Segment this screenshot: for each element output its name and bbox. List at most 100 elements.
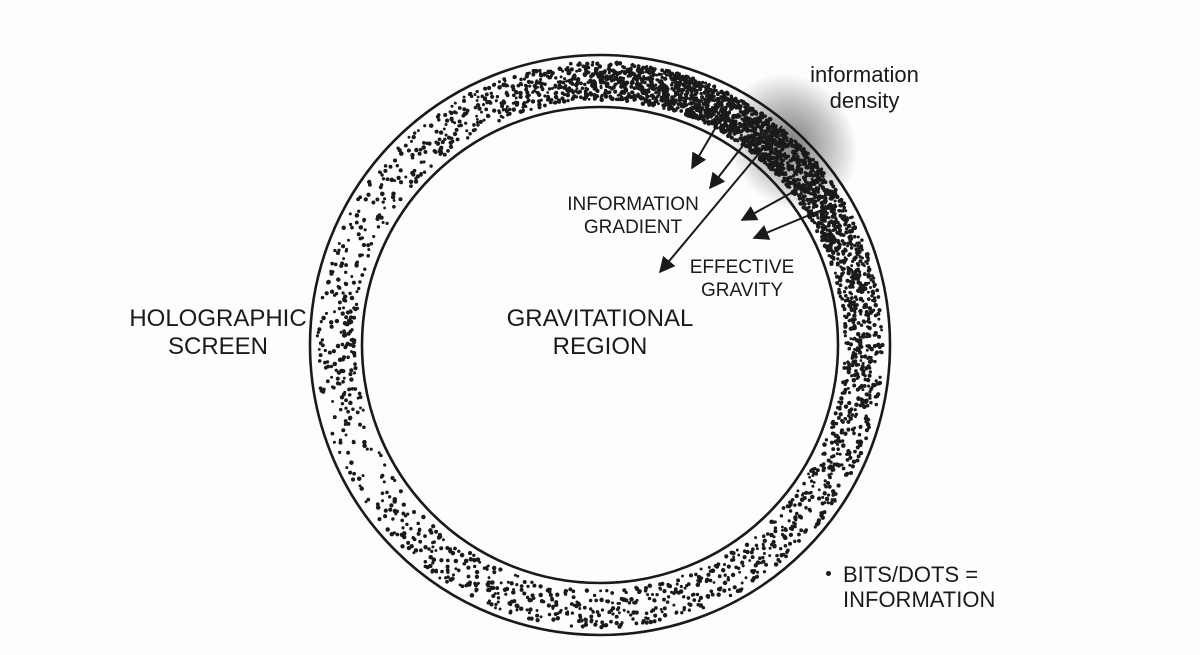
information-bit-dot: [385, 177, 390, 182]
information-bit-dot: [538, 71, 543, 75]
information-bit-dot: [831, 239, 837, 245]
information-bit-dot: [603, 622, 609, 628]
information-bit-dot: [798, 169, 804, 174]
information-bit-dot: [524, 74, 529, 79]
information-bit-dot: [841, 443, 846, 448]
information-bit-dot: [644, 66, 648, 70]
information-bit-dot: [337, 242, 341, 245]
information-bit-dot: [867, 306, 871, 310]
information-bit-dot: [443, 112, 448, 118]
information-bit-dot: [772, 128, 777, 133]
information-bit-dot: [455, 137, 460, 142]
information-bit-dot: [694, 84, 698, 89]
information-bit-dot: [469, 593, 475, 598]
information-bit-dot: [591, 60, 595, 64]
information-bit-dot: [608, 62, 613, 67]
information-bit-dot: [676, 88, 680, 92]
information-bit-dot: [758, 134, 762, 138]
information-bit-dot: [742, 549, 747, 553]
information-bit-dot: [472, 553, 476, 557]
information-bit-dot: [468, 557, 474, 562]
information-bit-dot: [692, 101, 696, 105]
information-bit-dot: [756, 117, 761, 122]
information-bit-dot: [437, 118, 441, 122]
information-bit-dot: [337, 306, 342, 311]
information-bit-dot: [543, 82, 547, 86]
information-bit-dot: [550, 596, 554, 600]
information-bit-dot: [331, 270, 335, 274]
information-bit-dot: [822, 231, 827, 236]
information-bit-dot: [536, 85, 539, 89]
information-bit-dot: [768, 546, 772, 550]
information-bit-dot: [788, 532, 794, 538]
information-bit-dot: [674, 100, 678, 104]
information-bit-dot: [629, 70, 633, 74]
information-bit-dot: [764, 562, 769, 567]
information-bit-dot: [844, 217, 850, 222]
information-bit-dot: [861, 388, 865, 392]
information-bit-dot: [448, 110, 452, 114]
information-bit-dot: [719, 108, 723, 111]
information-bit-dot: [830, 189, 834, 194]
information-bit-dot: [352, 338, 357, 343]
information-bit-dot: [511, 87, 516, 92]
information-bit-dot: [731, 550, 736, 556]
information-bit-dot: [614, 620, 619, 626]
information-bit-dot: [511, 107, 517, 112]
information-bit-dot: [766, 132, 769, 136]
information-bit-dot: [662, 613, 668, 618]
information-bit-dot: [846, 241, 850, 245]
information-bit-dot: [475, 103, 481, 108]
information-bit-dot: [631, 81, 635, 85]
information-bit-dot: [636, 73, 640, 77]
information-bit-dot: [750, 578, 755, 583]
information-bit-dot: [761, 555, 765, 560]
information-bit-dot: [339, 330, 343, 334]
information-bit-dot: [838, 224, 842, 229]
information-bit-dot: [686, 596, 691, 600]
information-bit-dot: [785, 139, 789, 143]
information-bit-dot: [868, 396, 872, 400]
information-bit-dot: [674, 98, 678, 102]
information-bit-dot: [823, 219, 827, 223]
information-bit-dot: [452, 131, 458, 137]
information-bit-dot: [772, 544, 777, 549]
information-bit-dot: [843, 298, 848, 303]
information-bit-dot: [530, 80, 534, 84]
information-bit-dot: [848, 342, 854, 347]
information-bit-dot: [564, 606, 568, 610]
information-bit-dot: [317, 359, 322, 363]
information-bit-dot: [486, 601, 490, 605]
information-bit-dot: [603, 69, 607, 73]
information-bit-dot: [411, 509, 417, 515]
information-bit-dot: [519, 587, 524, 592]
information-bit-dot: [633, 76, 637, 80]
information-bit-dot: [522, 591, 527, 596]
information-bit-dot: [719, 123, 724, 128]
information-bit-dot: [341, 392, 346, 397]
information-bit-dot: [774, 156, 780, 161]
information-bit-dot: [553, 83, 558, 88]
information-bit-dot: [332, 361, 338, 367]
information-bit-dot: [625, 89, 629, 93]
information-bit-dot: [862, 272, 867, 277]
information-bit-dot: [828, 232, 834, 237]
information-bit-dot: [854, 355, 858, 359]
information-bit-dot: [838, 412, 843, 417]
information-bit-dot: [514, 96, 518, 100]
information-bit-dot: [408, 179, 414, 185]
information-bit-dot: [783, 152, 787, 156]
information-bit-dot: [428, 528, 433, 533]
information-bit-dot: [748, 559, 752, 562]
information-bit-dot: [587, 97, 591, 101]
information-bit-dot: [352, 315, 357, 320]
information-bit-dot: [678, 81, 683, 86]
information-bit-dot: [427, 547, 431, 551]
information-bit-dot: [856, 454, 861, 459]
information-bit-dot: [785, 178, 789, 182]
information-bit-dot: [865, 344, 869, 348]
information-bit-dot: [380, 191, 385, 197]
information-bit-dot: [542, 72, 547, 77]
information-bit-dot: [876, 342, 881, 348]
information-bit-dot: [632, 72, 637, 77]
